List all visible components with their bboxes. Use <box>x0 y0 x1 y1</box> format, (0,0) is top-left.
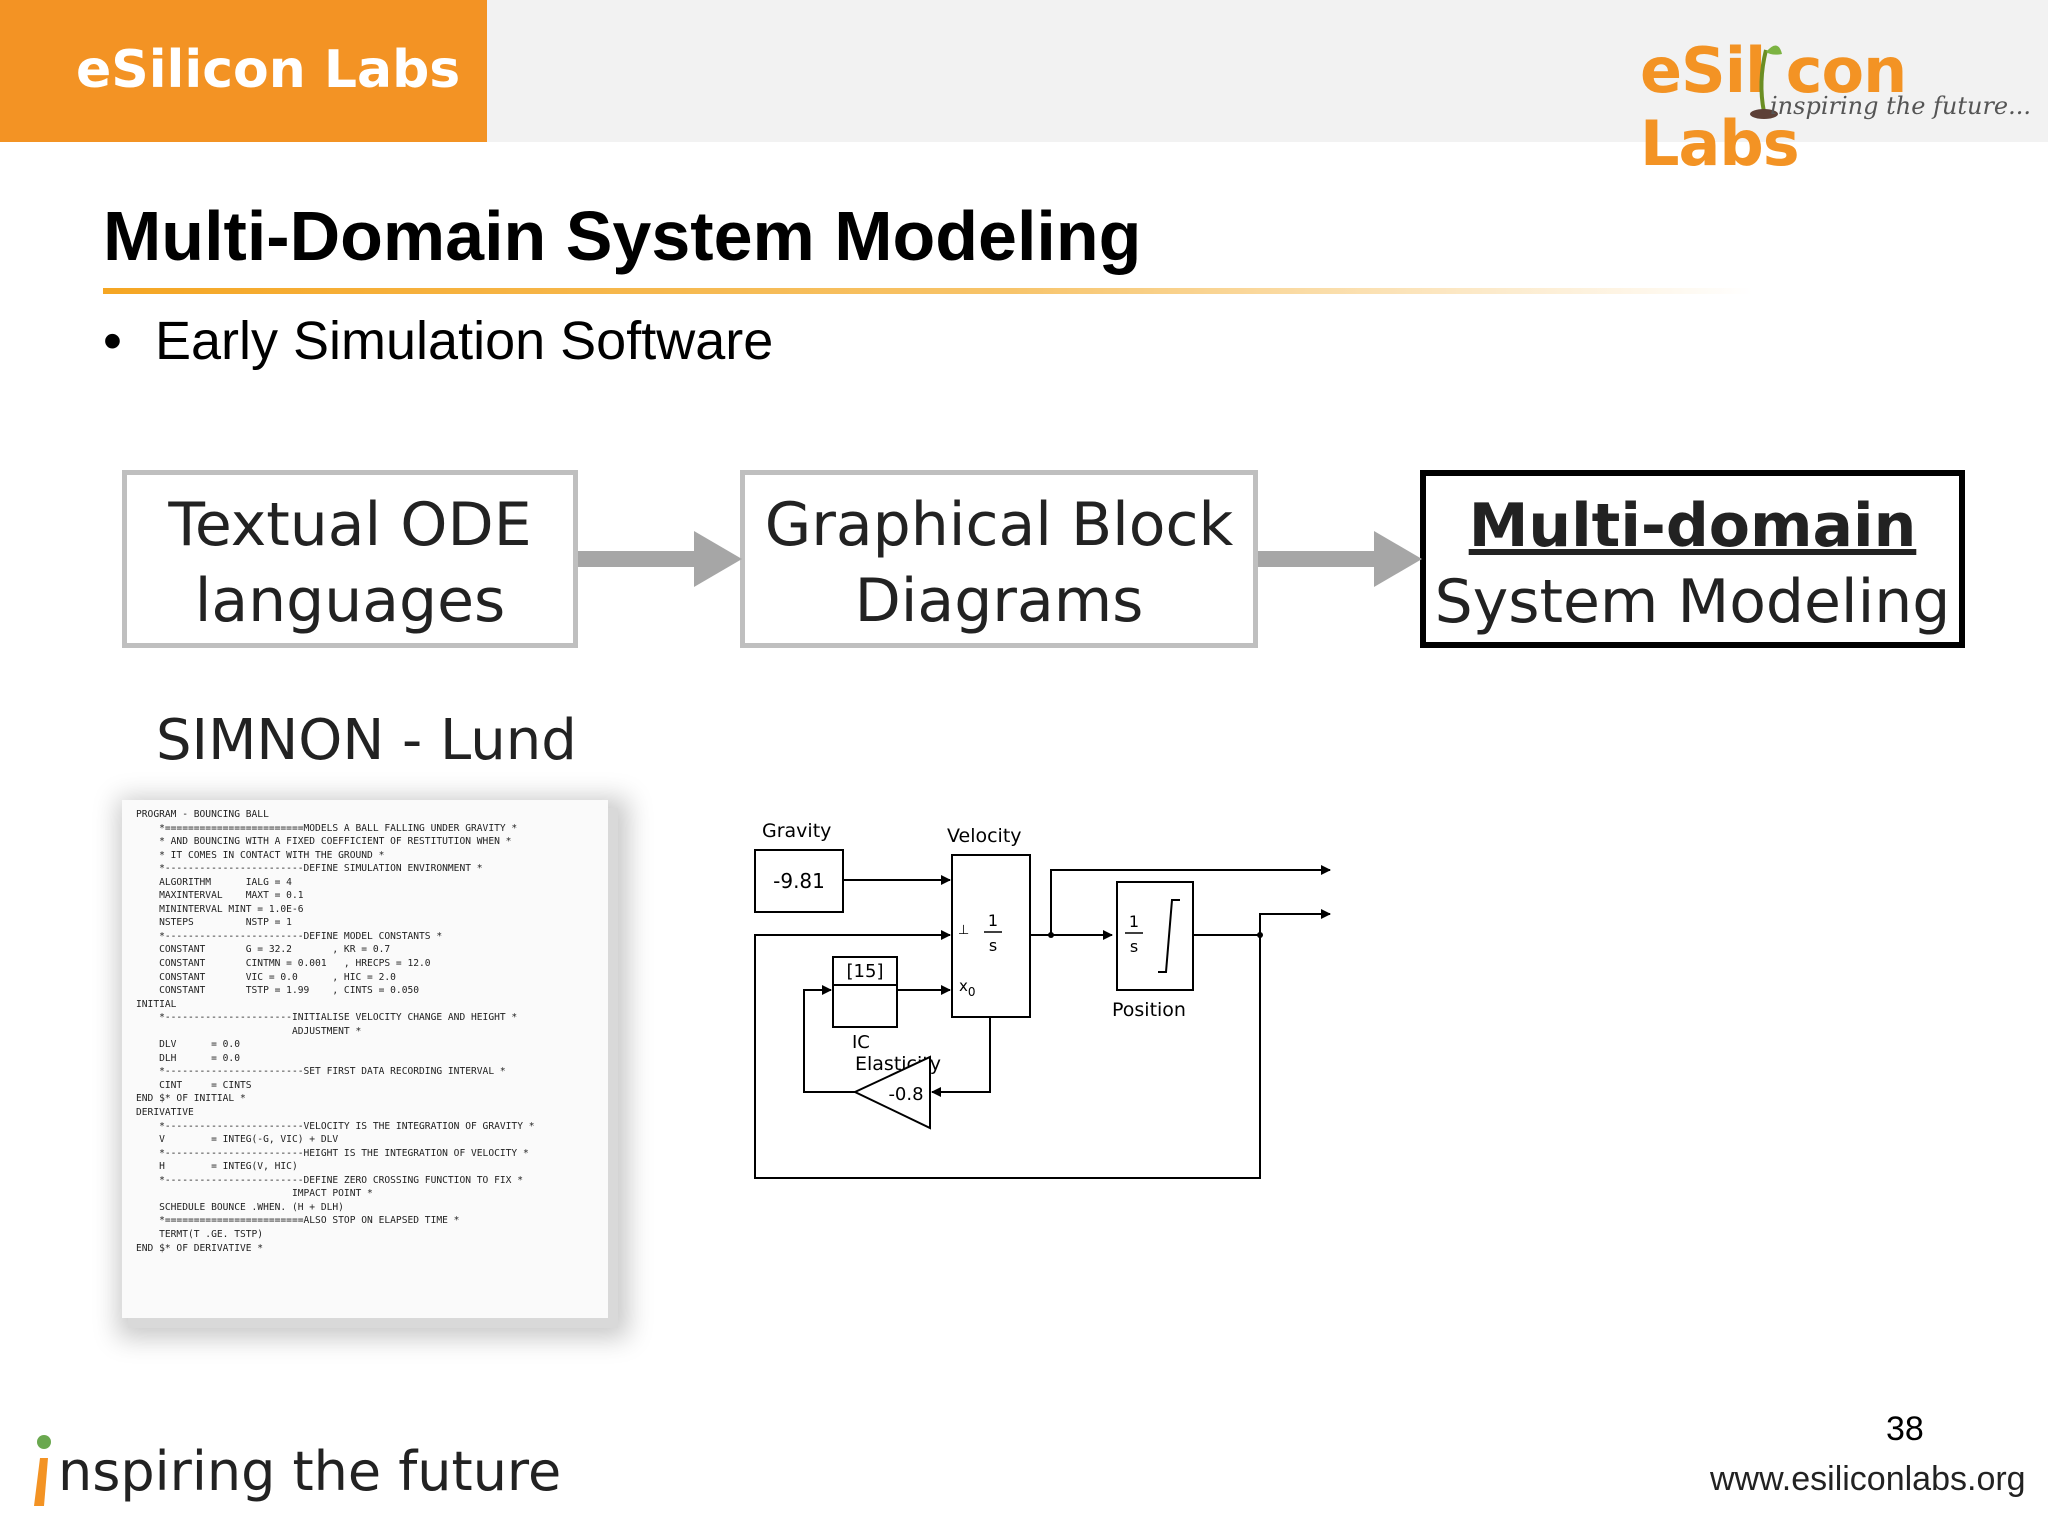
flow-box-heading: Multi-domain <box>1468 491 1917 561</box>
flow-arrow-2 <box>1258 531 1422 587</box>
elasticity-gain-block <box>852 1055 931 1130</box>
ic-block <box>832 956 898 1028</box>
brand-tab-label: eSilicon Labs <box>76 40 461 100</box>
slide-title: Multi-Domain System Modeling <box>103 197 1142 275</box>
gravity-value: -9.81 <box>773 869 825 893</box>
simnon-label: SIMNON - Lund <box>156 708 577 773</box>
flow-box-textual-ode: Textual ODE languages <box>122 470 578 648</box>
page-number: 38 <box>1886 1410 1924 1448</box>
velocity-label: Velocity <box>947 825 1022 847</box>
sprout-icon <box>1750 45 1782 119</box>
flow-box-line: Diagrams <box>854 566 1144 636</box>
code-text: PROGRAM - BOUNCING BALL *===============… <box>136 809 535 1254</box>
ic-label: IC <box>852 1032 870 1053</box>
footer-url[interactable]: www.esiliconlabs.org <box>1710 1460 2026 1498</box>
flow-box-line: Textual ODE <box>168 490 532 560</box>
x0-port-label: x0 <box>959 977 976 999</box>
simnon-code-listing: PROGRAM - BOUNCING BALL *===============… <box>122 800 608 1318</box>
flow-arrows <box>578 531 1422 587</box>
flow-box-line: System Modeling <box>1434 567 1951 637</box>
flow-box-graphical-block: Graphical Block Diagrams <box>740 470 1258 648</box>
flow-box-line: languages <box>194 566 506 636</box>
position-integrator-numerator: 1 <box>1129 912 1139 931</box>
flow-arrow-1 <box>578 531 742 587</box>
integrator-denominator: s <box>989 936 997 955</box>
gravity-constant-block <box>754 849 844 913</box>
flow-box-line: Graphical Block <box>764 490 1234 560</box>
gravity-label: Gravity <box>762 820 831 842</box>
position-integrator-denominator: s <box>1130 937 1138 956</box>
bouncing-ball-block-diagram: Gravity -9.81 Velocity 1 s ⊥ x0 [15] IC … <box>754 820 1331 1179</box>
saturation-icon <box>1158 899 1180 973</box>
inspiring-i-icon <box>34 1435 51 1506</box>
logo-tagline: inspiring the future... <box>1770 92 2032 120</box>
position-label: Position <box>1112 999 1186 1021</box>
ic-value: [15] <box>847 961 884 982</box>
integrator-numerator: 1 <box>988 911 998 930</box>
bullet-marker: • <box>103 311 122 371</box>
bullet-text: Early Simulation Software <box>155 311 774 371</box>
velocity-integrator-block <box>951 854 1031 1018</box>
reset-port-icon: ⊥ <box>958 923 969 938</box>
flow-box-multi-domain: Multi-domain System Modeling <box>1420 470 1965 648</box>
brand-tab <box>0 0 487 142</box>
footer-tagline: nspiring the future <box>58 1440 562 1503</box>
gain-value: -0.8 <box>888 1084 923 1105</box>
position-integrator-block <box>1116 881 1194 991</box>
title-underline <box>103 288 1753 294</box>
